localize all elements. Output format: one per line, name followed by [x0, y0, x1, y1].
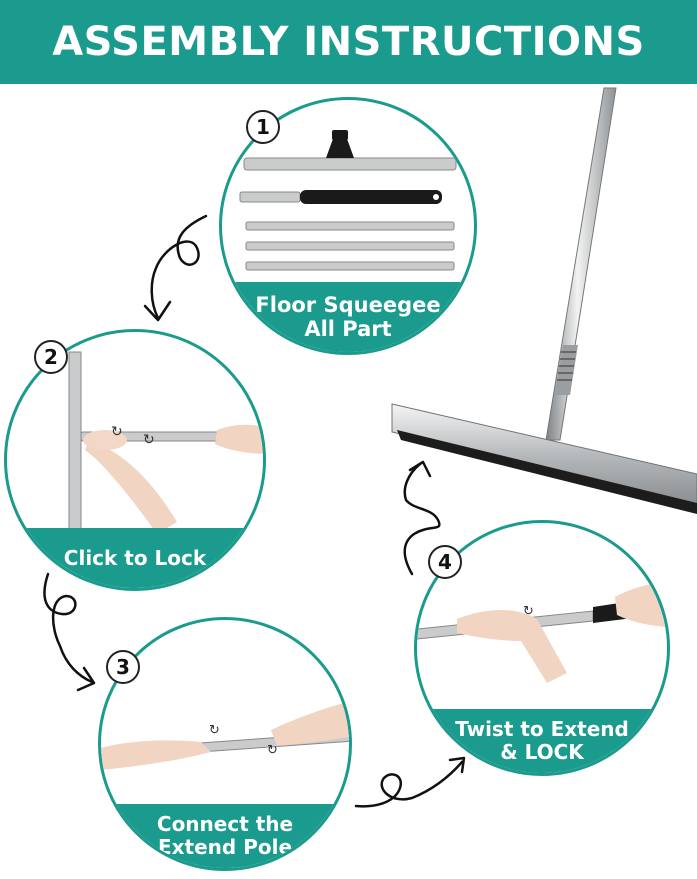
rotate-icon: ↻: [523, 604, 534, 619]
step-1-caption-line-2: All Part: [304, 317, 392, 341]
step-4-circle: ↻ Twist to Extend & LOCK: [414, 520, 670, 776]
step-3-caption-line-2: Extend Pole: [157, 835, 293, 859]
twist-extend-illustration: ↻: [417, 582, 667, 683]
step-3-circle: ↻ ↻ Connect the Extend Pole: [98, 617, 352, 871]
rotate-icon: ↻: [143, 432, 155, 448]
rotate-icon: ↻: [111, 424, 123, 440]
click-lock-illustration: ↻ ↻: [68, 351, 263, 543]
rotate-icon: ↻: [209, 723, 220, 738]
step-4-caption: Twist to Extend & LOCK: [417, 709, 667, 773]
header-banner: ASSEMBLY INSTRUCTIONS: [0, 0, 697, 84]
step-4-caption-line-1: Twist to Extend: [455, 717, 629, 741]
step-4-badge: 4: [428, 545, 462, 579]
step-2-caption-line-1: Click to Lock: [63, 545, 207, 570]
step-4-caption-line-2: & LOCK: [500, 740, 584, 764]
step-1-badge: 1: [246, 110, 280, 144]
step-2-caption: Click to Lock: [7, 528, 263, 588]
curly-arrow-icon: [150, 214, 208, 320]
step-3-badge: 3: [106, 650, 140, 684]
step-3-caption: Connect the Extend Pole: [101, 804, 349, 868]
step-3-caption-line-1: Connect the: [156, 812, 294, 836]
step-1-caption-line-1: Floor Squeegee: [255, 292, 441, 317]
squeegee-parts-illustration: [239, 130, 457, 271]
rotate-icon: ↻: [267, 743, 278, 758]
connect-pole-illustration: ↻ ↻: [101, 701, 349, 770]
knurled-joint: [555, 345, 578, 395]
step-2-badge: 2: [34, 340, 68, 374]
page-title: ASSEMBLY INSTRUCTIONS: [52, 19, 645, 65]
step-1-circle: Floor Squeegee All Part: [219, 97, 477, 355]
step-1-caption: Floor Squeegee All Part: [222, 282, 474, 352]
curly-arrow-icon: [43, 572, 94, 684]
